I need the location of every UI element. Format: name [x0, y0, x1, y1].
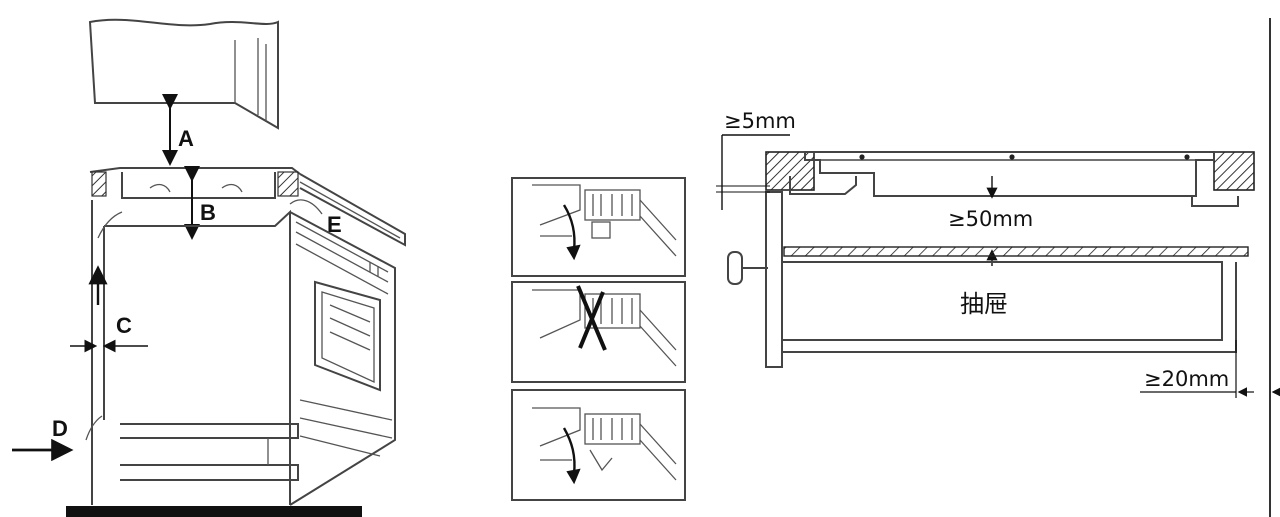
label-c: C — [116, 313, 132, 338]
label-e: E — [327, 212, 342, 237]
label-d: D — [52, 416, 68, 441]
cross-mark — [576, 285, 607, 351]
overhead-cabinet — [88, 18, 279, 130]
detail-panel-correct-1 — [511, 177, 686, 277]
section-figure: ≥5mm ≥50mm 抽屉 ≥20mm — [716, 18, 1280, 517]
label-a: A — [178, 126, 194, 151]
label-b: B — [200, 200, 216, 225]
cabinet-figure: A B E C D — [12, 18, 406, 517]
drawer-knob — [727, 251, 743, 285]
drawer — [782, 261, 1237, 353]
dim-under-hob: ≥50mm — [948, 207, 1033, 231]
drawer-label: 抽屉 — [960, 290, 1008, 318]
shelf — [783, 246, 1249, 257]
dim-top-gap: ≥5mm — [724, 109, 796, 133]
hob — [804, 151, 1215, 197]
floor — [66, 506, 362, 517]
detail-panel-incorrect — [511, 281, 686, 383]
worktop-right — [1213, 151, 1255, 191]
dim-wall-gap: ≥20mm — [1144, 367, 1229, 391]
detail-panel-correct-2 — [511, 389, 686, 501]
detail-panels — [511, 177, 686, 501]
